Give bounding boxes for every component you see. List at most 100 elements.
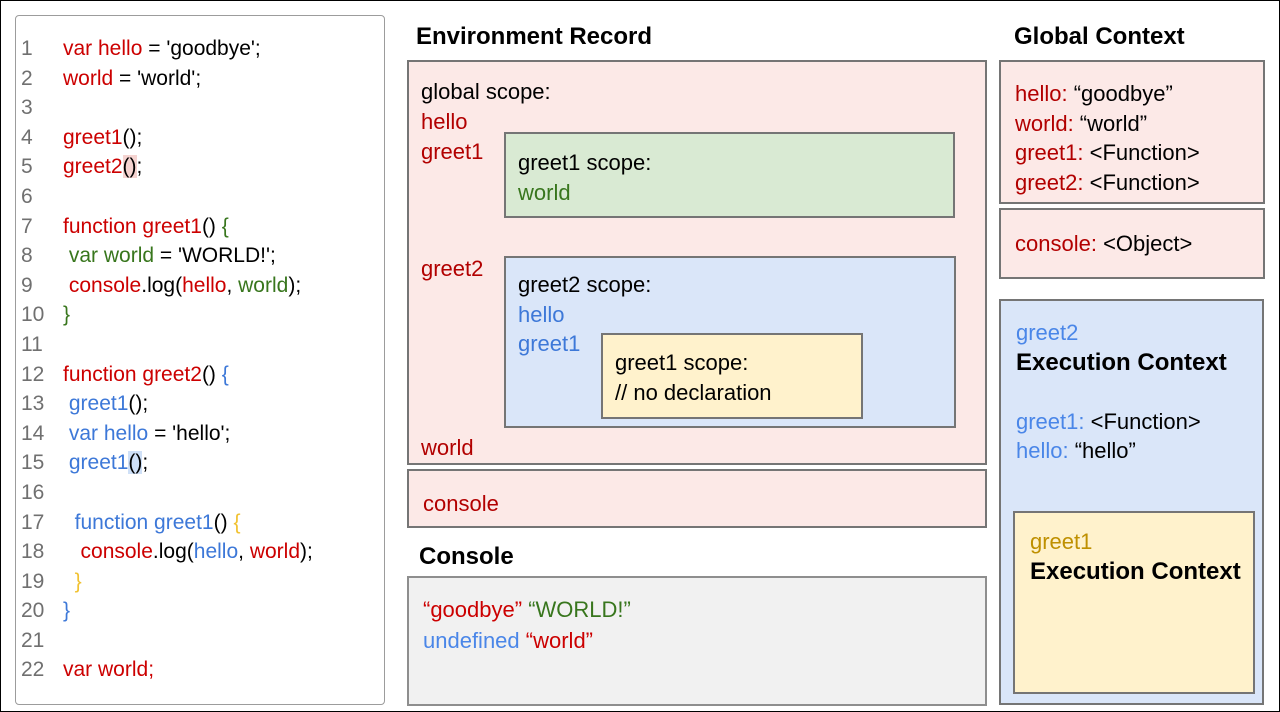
text-line: greet1 — [518, 329, 954, 359]
text-line: 3 — [21, 93, 384, 123]
line-text: greet1(); — [63, 125, 143, 149]
line-number: 1 — [21, 37, 33, 60]
line-text: greet1(); — [68, 392, 149, 416]
line-text: world — [518, 179, 571, 205]
line-text: console.log(hello, world); — [68, 273, 302, 297]
line-text: hello — [518, 301, 565, 327]
line-number: 15 — [21, 451, 45, 475]
global-context-console-box: console: <Object> — [999, 208, 1265, 279]
text-line: // no declaration — [615, 378, 861, 408]
line-number: 13 — [21, 392, 45, 416]
global-context-title: Global Context — [1014, 23, 1185, 50]
line-number: 4 — [21, 125, 33, 149]
text-line: undefined “world” — [423, 625, 985, 656]
line-text: greet2: <Function> — [1015, 169, 1200, 195]
line-text: hello: “hello” — [1016, 438, 1136, 464]
line-text: greet1: <Function> — [1016, 408, 1201, 434]
line-text — [63, 182, 69, 212]
text-line: “goodbye” “WORLD!” — [423, 594, 985, 625]
text-line: greet1 scope: — [615, 348, 861, 378]
text-line: world: “world” — [1015, 109, 1263, 139]
line-text — [63, 330, 69, 360]
line-text: greet2 scope: — [518, 272, 652, 297]
global-scope-label: global scope: — [421, 79, 551, 104]
text-line: 19 } — [21, 567, 384, 597]
text-line: 21 — [21, 626, 384, 656]
line-text: undefined “world” — [423, 628, 594, 653]
text-line: 16 — [21, 478, 384, 508]
text-line: greet1 scope: — [518, 148, 953, 178]
line-text: greet1 scope: — [615, 350, 749, 375]
console-output-box: “goodbye” “WORLD!” undefined “world” — [407, 576, 987, 706]
line-number: 7 — [21, 214, 33, 238]
hello-label: hello — [421, 109, 468, 134]
text-line: 17 function greet1() { — [21, 508, 384, 538]
line-number: 8 — [21, 244, 33, 268]
text-line: 2 world = 'world'; — [21, 64, 384, 94]
text-line: 8 var world = 'WORLD!'; — [21, 241, 384, 271]
line-text: world: “world” — [1015, 110, 1148, 136]
line-text: “goodbye” “WORLD!” — [423, 597, 631, 622]
line-number: 10 — [21, 303, 45, 327]
environment-record-title: Environment Record — [416, 23, 653, 50]
greet1-execution-context-box: greet1 Execution Context — [1013, 511, 1255, 694]
line-text: // no declaration — [615, 379, 772, 405]
text-line: 20} — [21, 596, 384, 626]
greet1-scope-box: greet1 scope: world — [504, 132, 955, 218]
line-text: world = 'world'; — [63, 66, 202, 90]
text-line: 18 console.log(hello, world); — [21, 537, 384, 567]
line-number: 18 — [21, 540, 45, 564]
line-number: 17 — [21, 510, 45, 534]
line-text: function greet2() { — [63, 362, 229, 386]
line-text: function greet1() { — [63, 214, 229, 238]
line-text: } — [63, 569, 82, 593]
environment-record-console-box: console — [407, 469, 987, 528]
line-text: greet1(); — [68, 451, 149, 475]
text-line: 14 var hello = 'hello'; — [21, 419, 384, 449]
text-line: greet1: <Function> — [1016, 407, 1262, 437]
text-line: 11 — [21, 330, 384, 360]
line-number: 12 — [21, 362, 45, 386]
text-line: 10} — [21, 300, 384, 330]
greet2-label: greet2 — [421, 256, 484, 281]
line-number: 6 — [21, 184, 33, 208]
line-text: var world = 'WORLD!'; — [68, 244, 276, 268]
text-line: 7 function greet1() { — [21, 212, 384, 242]
text-line: console: <Object> — [1015, 229, 1263, 259]
line-text: greet1: <Function> — [1015, 140, 1200, 166]
line-text — [63, 93, 69, 123]
line-text: } — [63, 599, 71, 623]
line-number: 19 — [21, 569, 45, 593]
line-text: var world; — [63, 658, 155, 682]
inner-execution-context-function-name: greet1 — [1030, 529, 1093, 554]
line-text: console: <Object> — [1015, 231, 1193, 256]
line-text: } — [63, 303, 71, 327]
line-number: 21 — [21, 628, 45, 652]
text-line: hello — [518, 300, 954, 330]
line-number: 2 — [21, 66, 33, 90]
line-number: 16 — [21, 480, 45, 504]
line-number: 22 — [21, 658, 45, 682]
line-number: 9 — [21, 273, 33, 297]
text-line: world — [518, 178, 953, 208]
execution-context-title: Execution Context — [1016, 348, 1227, 376]
line-text: hello: “goodbye” — [1015, 81, 1173, 106]
text-line: hello: “hello” — [1016, 436, 1262, 466]
inner-execution-context-title: Execution Context — [1030, 557, 1241, 585]
text-line: 22 var world; — [21, 655, 384, 685]
line-text: console.log(hello, world); — [80, 540, 313, 564]
text-line: greet1: <Function> — [1015, 138, 1263, 168]
line-text: greet1 scope: — [518, 150, 652, 175]
line-number: 5 — [21, 155, 33, 179]
line-text: var hello = 'hello'; — [68, 421, 231, 445]
console-title: Console — [419, 543, 514, 570]
greet1-label: greet1 — [421, 139, 484, 164]
greet1-inner-scope-box: greet1 scope: // no declaration — [601, 333, 863, 419]
global-context-variables-box: hello: “goodbye” world: “world” greet1: <F… — [999, 60, 1265, 204]
line-text — [63, 626, 69, 656]
text-line: 4 greet1(); — [21, 123, 384, 153]
